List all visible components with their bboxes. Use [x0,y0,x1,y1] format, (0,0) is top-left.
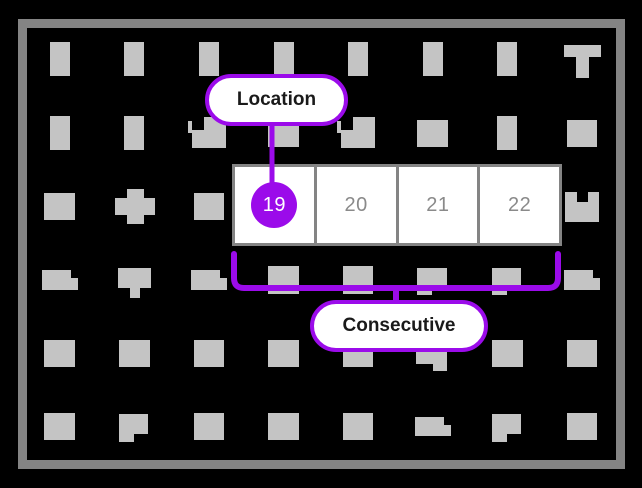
cell-shape-step-right [213,278,227,290]
grid-cell[interactable] [549,28,616,94]
cell-shape-square [566,412,598,441]
annotation-pill-location-label: Location [236,89,317,110]
cell-shape-step-right [41,270,71,290]
cell-shape-square [193,339,225,368]
grid-cell[interactable] [176,394,243,460]
annotation-pill-consecutive-label: Consecutive [342,315,456,336]
cell-shape-step-right [64,278,78,290]
cell-shape-bar-v [497,42,518,77]
cell-shape-bar-v [49,42,70,77]
grid-cell[interactable] [549,101,616,167]
cell-shape-square [342,266,374,294]
grid-cell[interactable] [27,101,94,167]
grid-cell[interactable] [250,321,318,387]
grid-cell[interactable] [400,101,467,167]
highlight-cell-19[interactable]: 19 [235,167,314,243]
cell-shape-square [193,412,225,441]
cell-shape-bar-v [198,42,219,77]
cell-shape-square [44,412,75,441]
highlight-cell-label: 21 [426,193,450,216]
cell-shape-step-right [190,270,221,290]
grid-cell[interactable] [176,248,243,314]
cell-shape-step-down [433,360,447,371]
cell-shape-bar-v [273,42,294,77]
annotation-pill-consecutive[interactable]: Consecutive [310,300,488,352]
grid-cell[interactable] [250,248,318,314]
cell-shape-square [342,412,374,441]
cell-shape-bar-v [124,42,145,77]
cell-shape-bar-v [49,115,70,150]
cell-shape-step-left [492,429,507,442]
cell-shape-square [193,192,225,221]
location-marker-dot[interactable]: 19 [251,182,298,228]
grid-cell[interactable] [101,28,169,94]
cell-shape-square [268,412,299,441]
cell-shape-tee [576,44,590,78]
cell-shape-step-right [586,278,600,290]
cell-shape-square [492,339,523,368]
cell-shape-square [44,339,75,368]
highlight-cell-label: 22 [508,193,532,216]
cell-shape-notch [577,191,588,203]
grid-cell[interactable] [101,174,169,240]
grid-cell[interactable] [325,394,393,460]
grid-cell[interactable] [101,101,169,167]
cell-shape-notch [341,117,354,131]
highlight-cell-20[interactable]: 20 [316,167,396,243]
grid-cell[interactable] [176,321,243,387]
cell-shape-square [566,119,598,148]
grid-cell[interactable] [549,248,616,314]
grid-cell[interactable] [474,101,542,167]
grid-cell[interactable] [250,394,318,460]
grid-cell[interactable] [549,321,616,387]
grid-cell[interactable] [27,248,94,314]
grid-cell[interactable] [101,321,169,387]
cell-shape-bar-v [348,42,369,77]
cell-shape-tack [117,267,151,289]
cell-shape-square [417,119,449,148]
cell-shape-step-left [492,414,522,434]
cell-shape-square [118,339,150,368]
cell-shape-step-left [417,283,433,296]
grid-cell[interactable] [27,321,94,387]
cell-shape-step-left [118,414,149,434]
highlight-strip: 19 20 21 22 [232,164,562,246]
grid-cell[interactable] [400,28,467,94]
cell-shape-square [268,266,299,294]
cell-shape-step-right [564,270,594,290]
highlight-cell-label: 19 [262,193,286,216]
grid-cell[interactable] [27,394,94,460]
cell-shape-step-right [414,416,445,437]
highlight-cell-21[interactable]: 21 [398,167,478,243]
cell-shape-square [44,192,75,221]
grid-cell[interactable] [176,174,243,240]
grid-cell[interactable] [101,394,169,460]
cell-shape-plus [126,189,145,225]
grid-cell[interactable] [400,394,467,460]
grid-cell[interactable] [27,174,94,240]
cell-shape-tack [129,285,141,298]
cell-shape-square [268,339,299,368]
grid-cell[interactable] [474,248,542,314]
cell-shape-square [566,339,598,368]
annotation-pill-location[interactable]: Location [205,74,348,126]
cell-shape-bar-v [497,115,518,150]
grid-cell[interactable] [101,248,169,314]
cell-shape-step-right [437,424,451,437]
grid-cell[interactable] [27,28,94,94]
highlight-cell-22[interactable]: 22 [480,167,559,243]
highlight-cell-label: 20 [344,193,368,216]
cell-shape-bar-v [422,42,443,77]
cell-shape-bar-v [124,115,145,150]
grid-cell[interactable] [474,394,542,460]
cell-shape-step-left [118,429,134,442]
grid-cell[interactable] [474,28,542,94]
cell-shape-notch [192,117,205,131]
grid-cell[interactable] [549,394,616,460]
cell-shape-step-left [492,283,507,296]
